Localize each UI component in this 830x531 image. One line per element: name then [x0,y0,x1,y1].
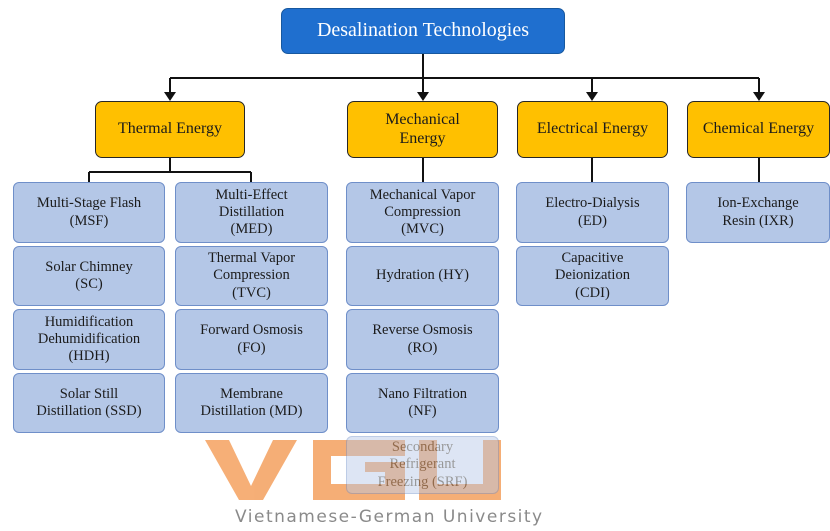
arrowhead-mechanical [417,92,429,101]
leaf-hy: Hydration (HY) [346,246,499,306]
root-node: Desalination Technologies [281,8,565,54]
leaf-ixr: Ion-Exchange Resin (IXR) [686,182,830,243]
leaf-ed: Electro-Dialysis (ED) [516,182,669,243]
leaf-tvc: Thermal Vapor Compression (TVC) [175,246,328,306]
category-thermal-energy: Thermal Energy [95,101,245,158]
leaf-cdi: Capacitive Deionization (CDI) [516,246,669,306]
arrowhead-thermal [164,92,176,101]
category-mechanical-energy: Mechanical Energy [347,101,498,158]
watermark-university-name: Vietnamese-German University [235,507,544,527]
arrowhead-electrical [586,92,598,101]
leaf-fo: Forward Osmosis (FO) [175,309,328,370]
category-chemical-energy: Chemical Energy [687,101,830,158]
vgu-watermark-logo [205,440,501,500]
leaf-srf: Secondary Refrigerant Freezing (SRF) [346,436,499,494]
leaf-md: Membrane Distillation (MD) [175,373,328,433]
leaf-med: Multi-Effect Distillation (MED) [175,182,328,243]
leaf-ssd: Solar Still Distillation (SSD) [13,373,165,433]
leaf-nf: Nano Filtration (NF) [346,373,499,433]
leaf-ro: Reverse Osmosis (RO) [346,309,499,370]
leaf-sc: Solar Chimney (SC) [13,246,165,306]
category-electrical-energy: Electrical Energy [517,101,668,158]
leaf-mvc: Mechanical Vapor Compression (MVC) [346,182,499,243]
leaf-hdh: Humidification Dehumidification (HDH) [13,309,165,370]
arrowhead-chemical [753,92,765,101]
leaf-msf: Multi-Stage Flash (MSF) [13,182,165,243]
